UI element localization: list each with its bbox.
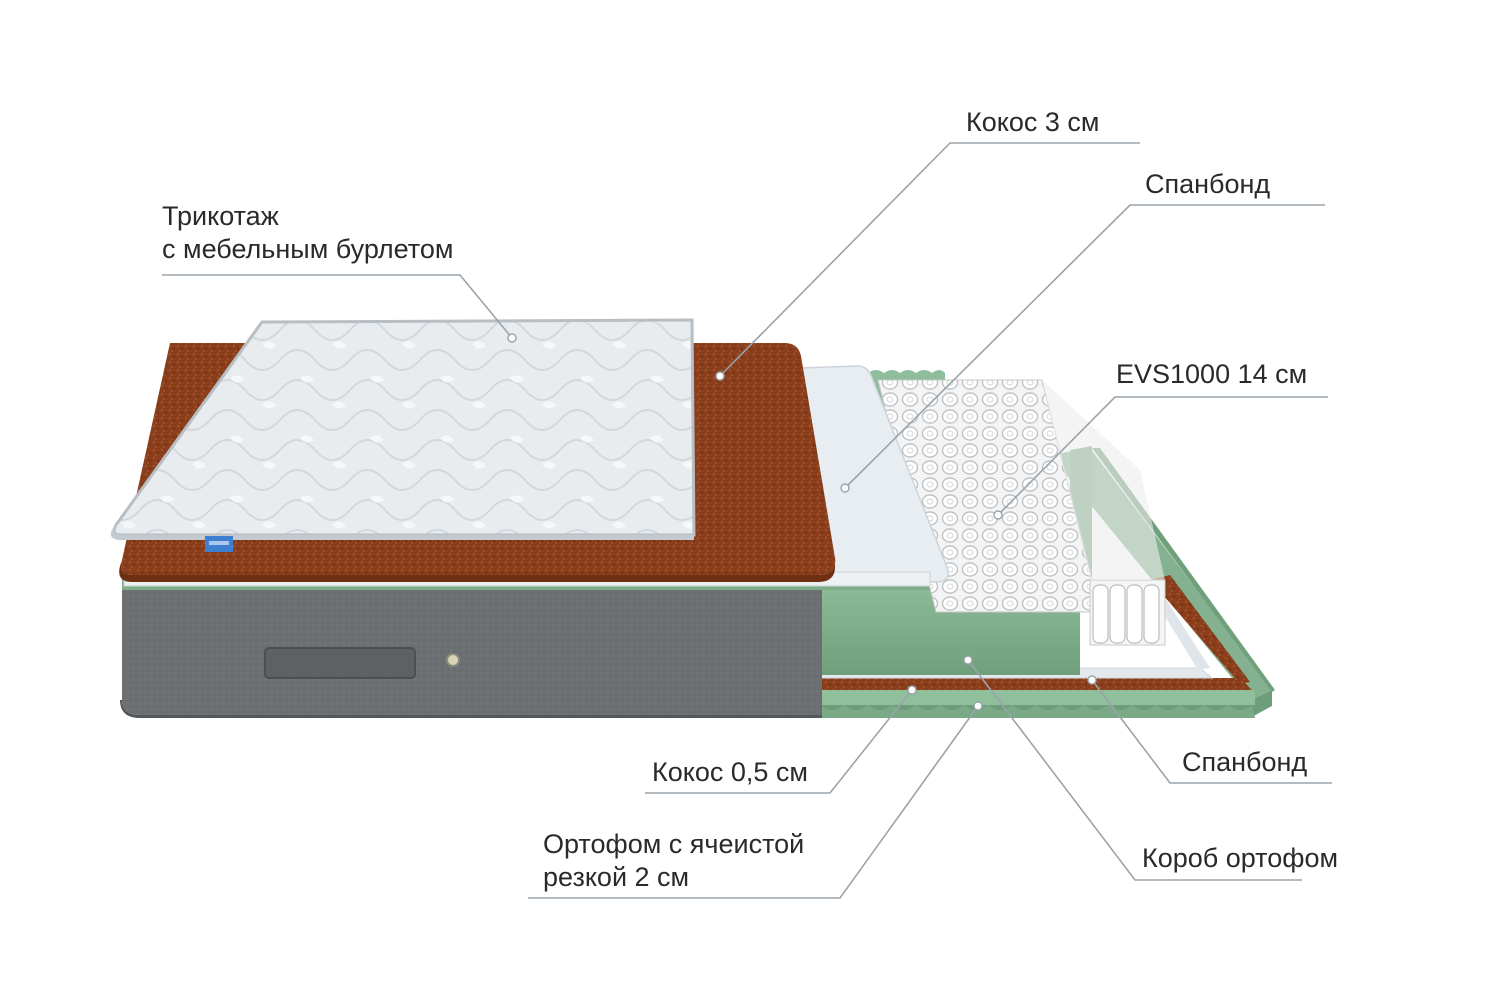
cellular-foam-layer bbox=[820, 690, 1255, 718]
label-cover: Трикотаж с мебельным бурлетом bbox=[162, 200, 453, 266]
label-spunbond-top: Спанбонд bbox=[1145, 169, 1271, 199]
leader-box bbox=[967, 659, 1302, 881]
leader-spunbond-top bbox=[844, 204, 1325, 489]
label-springs: EVS1000 14 см bbox=[1116, 359, 1308, 389]
label-cover-line1: Трикотаж bbox=[162, 201, 279, 231]
label-box: Короб ортофом bbox=[1142, 843, 1339, 873]
leader-springs bbox=[997, 396, 1328, 516]
coconut-bottom-layer bbox=[820, 575, 1252, 690]
leader-dots bbox=[507, 333, 1097, 711]
leader-lines bbox=[162, 142, 1332, 899]
vent-grommet bbox=[446, 653, 460, 667]
label-coconut-bottom: Кокос 0,5 см bbox=[652, 757, 808, 787]
label-cover-line2: с мебельным бурлетом bbox=[162, 234, 454, 264]
leader-coconut-bottom bbox=[645, 689, 913, 794]
label-spunbond-bottom: Спанбонд bbox=[1182, 747, 1308, 777]
label-foam-line1: Ортофом с ячеистой bbox=[543, 829, 805, 859]
leader-coconut-top bbox=[719, 142, 1140, 377]
quilted-cover-layer bbox=[110, 318, 696, 552]
handle-strap bbox=[264, 647, 416, 679]
leader-cover bbox=[162, 274, 513, 339]
mattress-side-fabric bbox=[120, 585, 822, 718]
label-foam: Ортофом с ячеистой резкой 2 см bbox=[543, 828, 804, 894]
label-coconut-top: Кокос 3 см bbox=[966, 107, 1100, 137]
leader-foam bbox=[528, 705, 979, 899]
leader-spunbond-bottom bbox=[1091, 679, 1332, 784]
label-foam-line2: резкой 2 см bbox=[543, 862, 690, 892]
